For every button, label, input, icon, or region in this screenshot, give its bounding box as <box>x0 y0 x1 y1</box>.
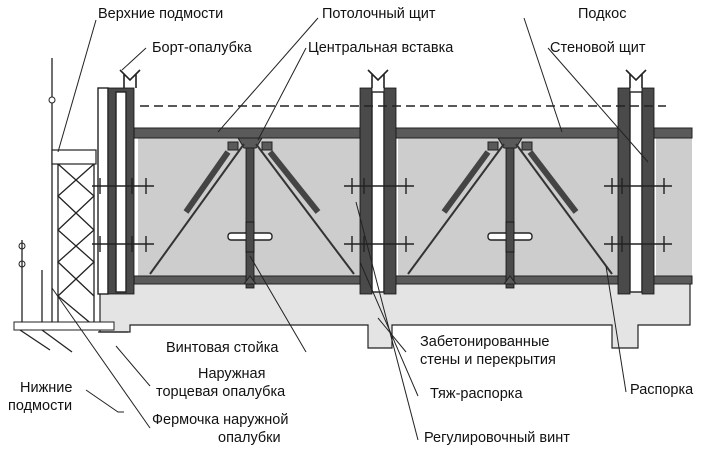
label-concreted-1: Забетонированные <box>420 334 549 350</box>
label-outer-end-formwork-1: Наружная <box>198 366 265 382</box>
left-bay-bracing <box>149 137 355 289</box>
label-outer-end-formwork-2: торцевая опалубка <box>156 384 286 400</box>
label-central-insert: Центральная вставка <box>308 40 454 56</box>
top-spacers <box>119 69 647 88</box>
concrete-slab <box>99 277 691 349</box>
tie-bolts <box>92 178 672 252</box>
label-concreted-2: стены и перекрытия <box>420 352 556 368</box>
outer-scaffolding <box>13 58 128 353</box>
label-spacer: Распорка <box>630 382 694 398</box>
label-lower-scaffold-2: подмости <box>8 398 72 414</box>
bay-edge <box>656 136 692 280</box>
wall-shields <box>97 87 655 295</box>
label-adjusting-screw: Регулировочный винт <box>424 430 570 446</box>
label-upper-scaffold: Верхние подмости <box>98 6 223 22</box>
label-side-formwork: Борт-опалубка <box>152 40 253 56</box>
label-wall-shield: Стеновой щит <box>550 40 646 56</box>
ceiling-shield-frames <box>133 127 693 139</box>
labels: Верхние подмости Борт-опалубка Потолочны… <box>8 6 694 446</box>
right-bay-bracing <box>407 137 613 289</box>
label-outer-truss-2: опалубки <box>218 430 281 446</box>
label-brace: Подкос <box>578 6 626 22</box>
label-screw-prop: Винтовая стойка <box>166 340 279 356</box>
leader-lines <box>51 17 649 441</box>
label-tie-spacer: Тяж-распорка <box>430 386 523 402</box>
label-ceiling-shield: Потолочный щит <box>322 6 436 22</box>
label-lower-scaffold-1: Нижние <box>20 380 72 396</box>
label-outer-truss-1: Фермочка наружной <box>152 412 288 428</box>
